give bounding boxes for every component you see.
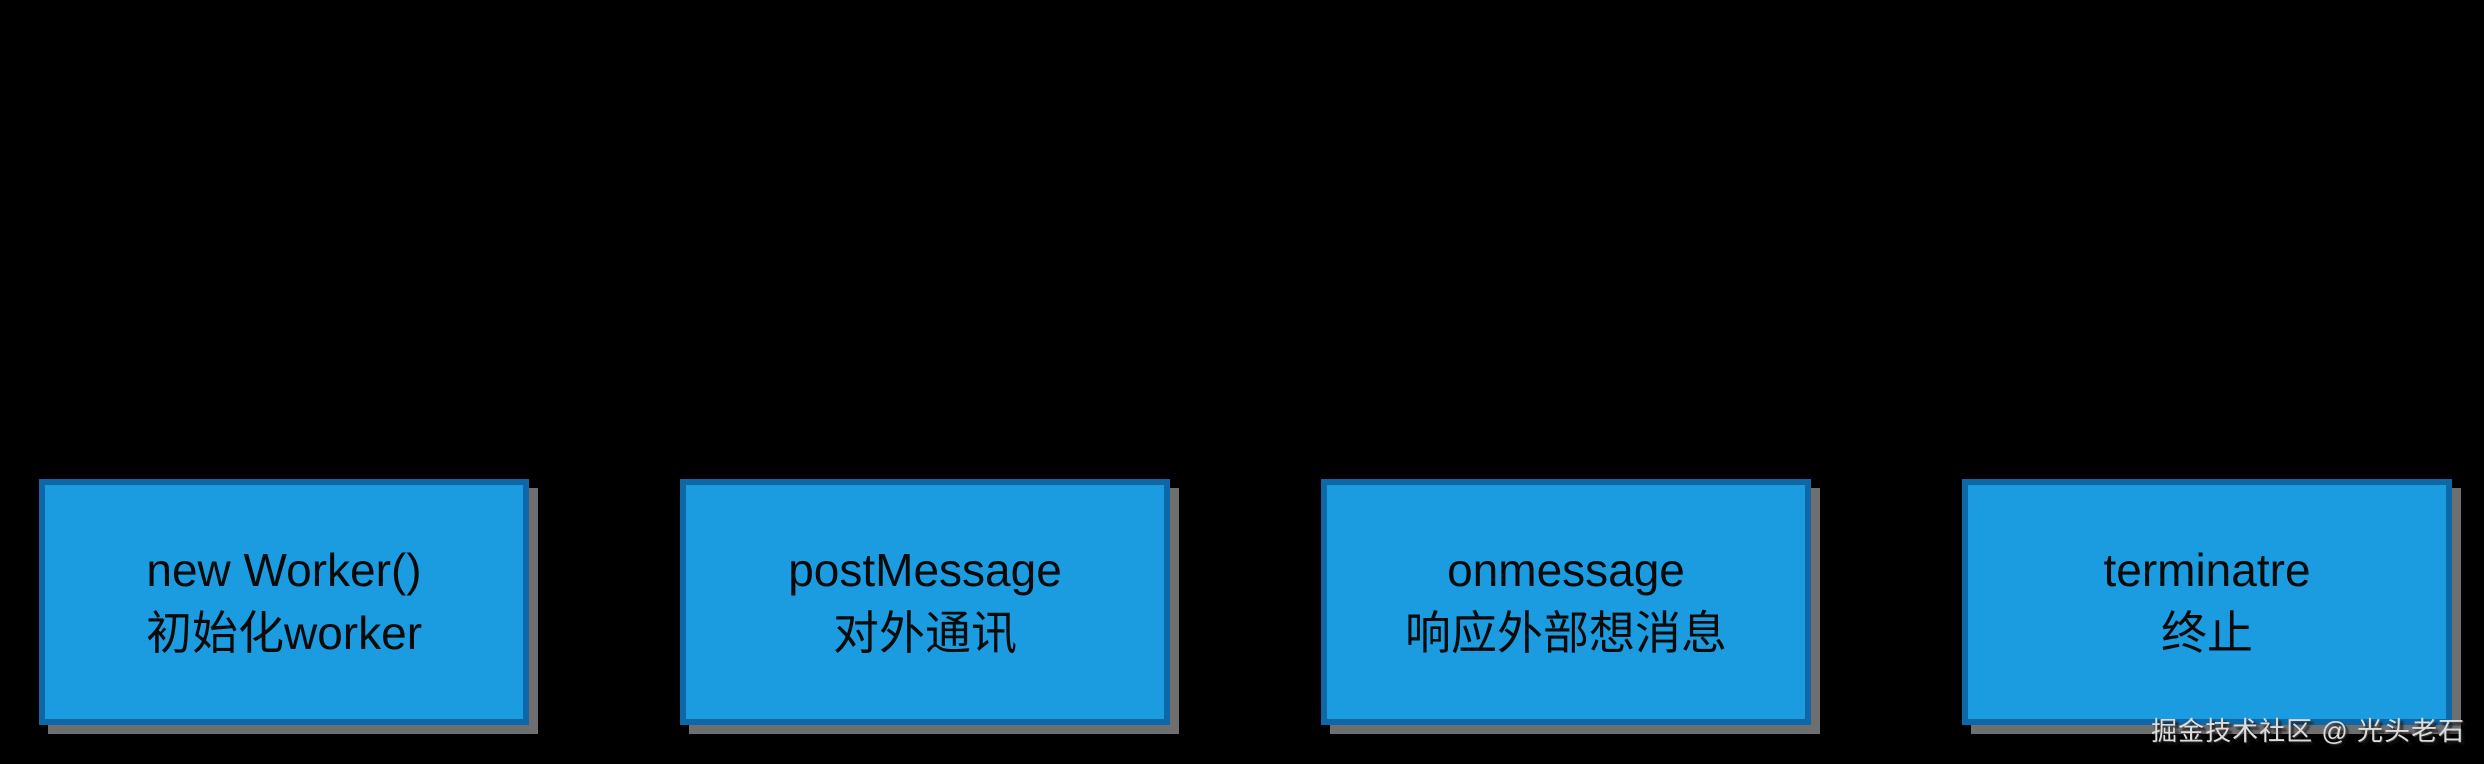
api-description-postmessage: 对外通讯 xyxy=(833,607,1017,659)
api-description-terminate: 终止 xyxy=(2161,607,2253,659)
box-terminate: terminatre 终止 xyxy=(1962,479,2452,725)
api-description-new-worker: 初始化worker xyxy=(145,607,423,659)
box-onmessage: onmessage 响应外部想消息 xyxy=(1321,479,1811,725)
api-name-onmessage: onmessage xyxy=(1447,543,1685,596)
watermark: 掘金技术社区 @ 光头老石 xyxy=(2151,716,2465,746)
worker-lifecycle-row: new Worker() 初始化worker postMessage 对外通讯 … xyxy=(0,479,2484,725)
api-description-onmessage: 响应外部想消息 xyxy=(1405,607,1727,659)
box-new-worker: new Worker() 初始化worker xyxy=(39,479,529,725)
api-name-terminate: terminatre xyxy=(2103,543,2311,596)
api-name-postmessage: postMessage xyxy=(788,543,1062,596)
api-name-new-worker: new Worker() xyxy=(146,543,422,596)
box-postmessage: postMessage 对外通讯 xyxy=(680,479,1170,725)
